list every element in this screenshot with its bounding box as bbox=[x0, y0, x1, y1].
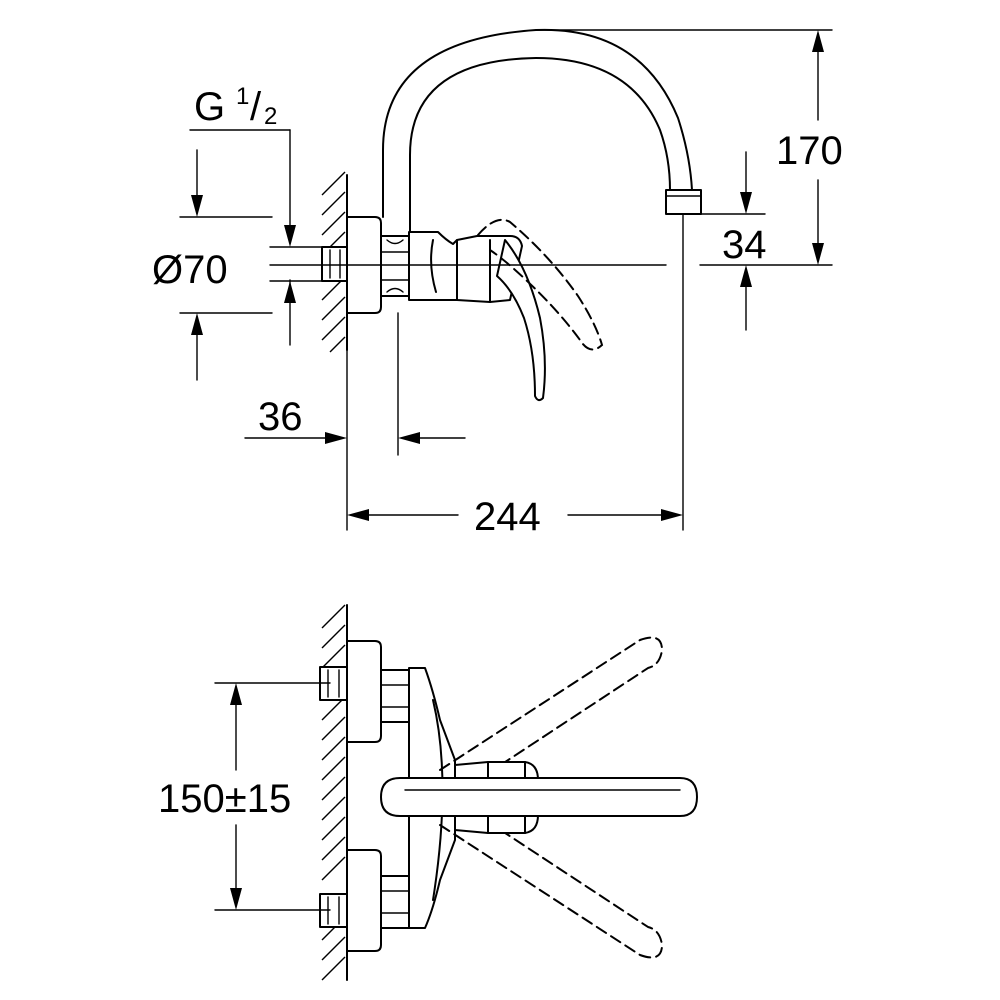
height-text: 170 bbox=[776, 129, 843, 173]
diameter-text: Ø70 bbox=[152, 248, 228, 292]
mixer-body-side bbox=[408, 231, 458, 301]
escutcheon-lower bbox=[346, 849, 382, 952]
thread-slash-text: / bbox=[250, 85, 262, 129]
connection-spacing-dimension: 150±15 bbox=[158, 682, 331, 911]
escutcheon-upper bbox=[346, 640, 382, 743]
lever-alt-position-side bbox=[477, 218, 604, 351]
lever-alt-upper bbox=[439, 636, 664, 796]
projection-text: 244 bbox=[474, 495, 541, 539]
thread-main-text: G bbox=[194, 85, 225, 129]
wall-offset-dimension: 36 bbox=[244, 395, 466, 444]
wall-hatch-icon bbox=[321, 604, 346, 981]
spout-offset-dimension: 34 bbox=[700, 151, 767, 331]
hex-nut-upper bbox=[380, 669, 410, 723]
hex-nut-side bbox=[380, 235, 410, 297]
spout-outlet-side bbox=[665, 189, 702, 215]
height-dimension: 170 bbox=[535, 29, 843, 266]
lever-handle-side bbox=[496, 239, 546, 402]
thread-label: G 1 / 2 bbox=[189, 83, 323, 346]
spout-side bbox=[382, 28, 693, 218]
connection-spacing-text: 150±15 bbox=[158, 777, 291, 821]
wall-offset-text: 36 bbox=[258, 395, 303, 439]
diameter-dimension: Ø70 bbox=[152, 149, 273, 381]
lever-alt-lower bbox=[439, 799, 664, 959]
thread-numerator-text: 1 bbox=[236, 83, 249, 110]
arrow-head-icon bbox=[284, 225, 296, 247]
lever-handle-top bbox=[380, 777, 698, 817]
thread-denominator-text: 2 bbox=[264, 103, 277, 130]
wall-connection-side bbox=[321, 246, 348, 282]
projection-dimension: 244 bbox=[347, 495, 683, 539]
spout-offset-text: 34 bbox=[722, 223, 767, 267]
hex-nut-lower bbox=[380, 875, 410, 929]
top-view: 150±15 bbox=[158, 604, 698, 981]
side-view: G 1 / 2 Ø70 36 bbox=[152, 28, 843, 539]
